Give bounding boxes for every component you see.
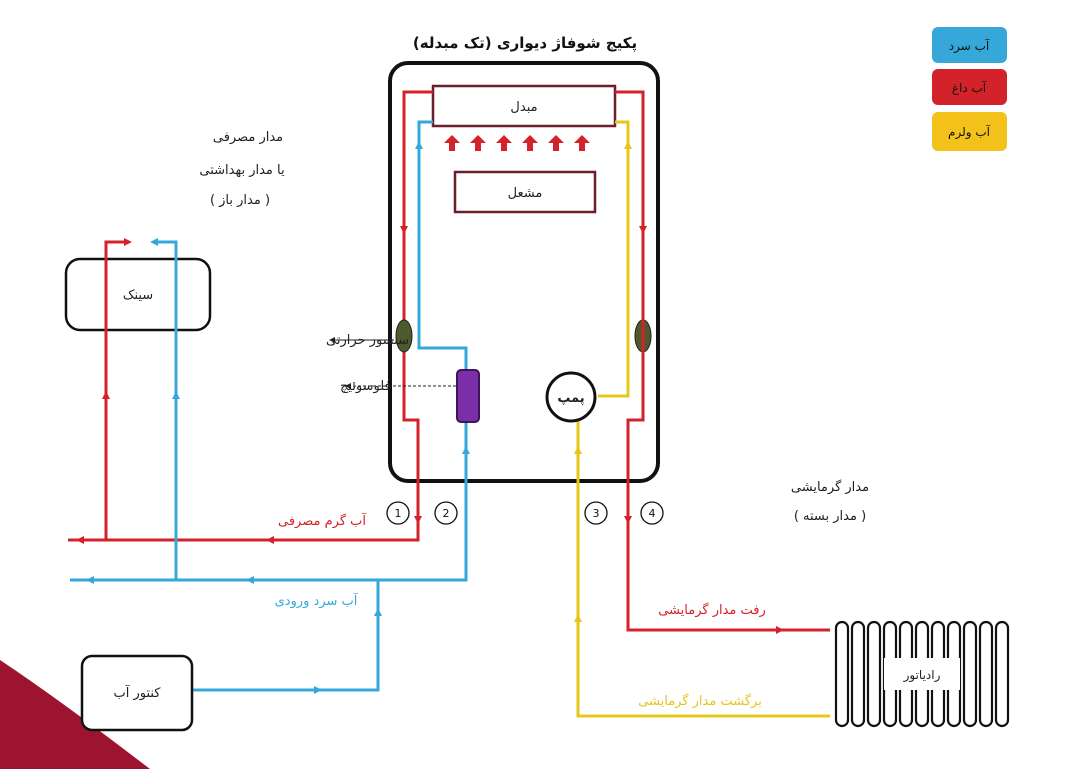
flow-switch-label: فلوسوئیچ <box>340 379 391 394</box>
sink-box <box>64 257 212 332</box>
heating-return-pipe <box>576 420 830 718</box>
consumer-circuit-note: ( مدار باز ) <box>210 193 270 208</box>
burner-box <box>453 170 597 214</box>
corner-decoration <box>0 660 150 769</box>
port-3: 3 <box>593 507 600 520</box>
heating-supply-label: رفت مدار گرمایشی <box>658 602 766 618</box>
heating-supply-pipe <box>615 90 830 632</box>
legend: آب سرد آب داغ آب ولرم <box>932 27 1007 151</box>
cold-inlet-pipe <box>70 420 468 582</box>
exchanger-label: مبدل <box>510 100 537 115</box>
meter-box <box>80 654 194 732</box>
legend-warm: آب ولرم <box>948 124 991 140</box>
flow-switch <box>456 369 480 423</box>
warm-internal-pipe <box>598 120 630 398</box>
legend-swatch-hot <box>932 69 1007 105</box>
diagram-title: پکیج شوفاژ دیواری (تک مبدله) <box>413 34 637 53</box>
legend-swatch-cold <box>932 27 1007 63</box>
meter-label: کنتور آب <box>113 684 161 701</box>
consumer-circuit-title: مدار مصرفی <box>213 130 283 145</box>
legend-hot: آب داغ <box>952 80 987 95</box>
thermal-sensor-left <box>395 319 413 353</box>
port-1: 1 <box>395 507 402 520</box>
consumer-circuit-sub: یا مدار بهداشتی <box>199 163 285 178</box>
hot-consumer-pipe <box>68 90 433 542</box>
port-markers: 1 2 3 4 <box>386 501 664 525</box>
heating-return-label: برگشت مدار گرمایشی <box>638 693 762 709</box>
pump-label: پمپ <box>557 391 584 406</box>
radiator <box>834 620 1010 728</box>
sink-label: سینک <box>123 288 153 303</box>
exchanger-box <box>431 84 617 128</box>
heating-circuit-title: مدار گرمایشی <box>791 479 869 495</box>
port-4: 4 <box>649 507 656 520</box>
radiator-label: رادیاتور <box>903 668 941 683</box>
pump-circle <box>545 371 597 423</box>
hot-consumer-label: آب گرم مصرفی <box>278 512 367 529</box>
cold-inlet-label: آب سرد ورودی <box>275 592 359 609</box>
boiler-casing <box>388 61 660 483</box>
thermal-sensor-label: سنسور حرارتی <box>326 333 409 348</box>
legend-cold: آب سرد <box>949 38 990 54</box>
burner-label: مشعل <box>508 186 543 201</box>
heating-circuit-note: ( مدار بسته ) <box>794 509 866 524</box>
port-2: 2 <box>443 507 450 520</box>
heat-arrows <box>444 135 590 151</box>
legend-swatch-warm <box>932 112 1007 151</box>
cold-internal-pipe <box>417 120 468 372</box>
